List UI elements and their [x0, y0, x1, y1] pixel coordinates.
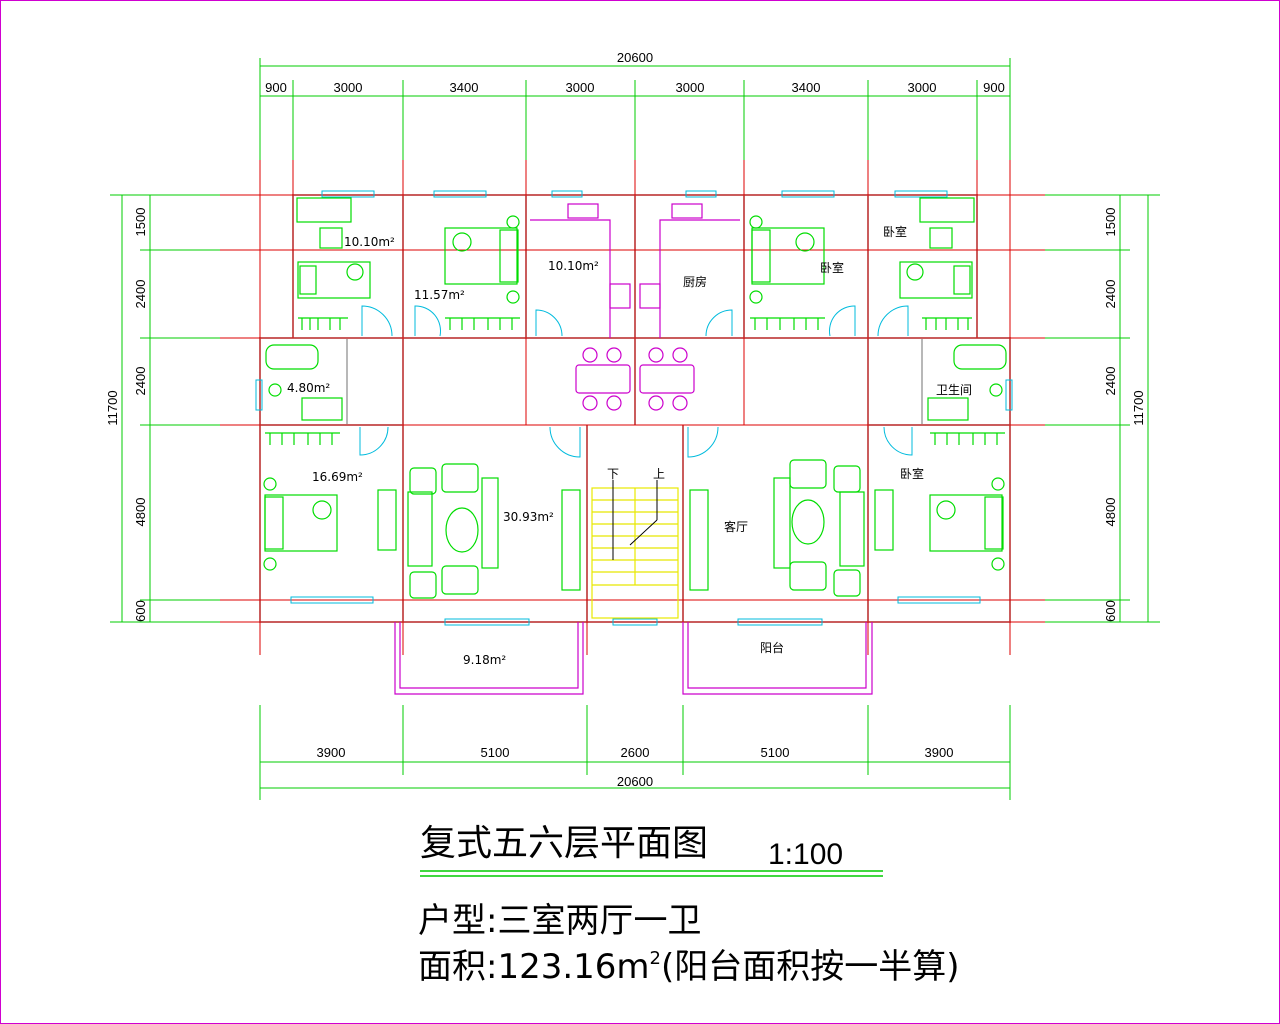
drawing-title: 复式五六层平面图 — [420, 823, 708, 864]
stair-up: 上 — [653, 467, 665, 481]
dim-left-3: 2400 — [133, 367, 148, 396]
dim-top-7: 3000 — [908, 80, 937, 95]
kitchen-fixtures — [530, 203, 740, 411]
dim-bottom-4: 5100 — [761, 745, 790, 760]
room-label-bedroom-r1: 卧室 — [820, 260, 844, 275]
dim-left-5: 600 — [133, 600, 148, 622]
windows — [255, 190, 1013, 626]
dim-bottom-3: 2600 — [621, 745, 650, 760]
room-label-living-r: 客厅 — [724, 519, 748, 534]
room-label-kitchen: 厨房 — [683, 274, 707, 289]
room-area-1: 10.10m² — [344, 235, 395, 249]
dim-bottom-1: 3900 — [317, 745, 346, 760]
room-area-3: 10.10m² — [548, 259, 599, 273]
dim-top-2: 3000 — [334, 80, 363, 95]
unit-area: 面积:123.16m2(阳台面积按一半算) — [418, 947, 960, 987]
dim-right-4: 4800 — [1103, 498, 1118, 527]
room-area-balcony-l: 9.18m² — [463, 653, 506, 667]
dim-right-total: 11700 — [1131, 390, 1146, 425]
dim-left-4: 4800 — [133, 498, 148, 527]
balconies — [394, 622, 873, 695]
room-area-bedroom-l: 16.69m² — [312, 470, 363, 484]
dim-right-3: 2400 — [1103, 367, 1118, 396]
axis-grid — [220, 160, 1045, 655]
dim-top-5: 3000 — [676, 80, 705, 95]
stair-down: 下 — [607, 467, 619, 481]
dim-left-2: 2400 — [133, 280, 148, 309]
dim-top-1: 900 — [265, 80, 287, 95]
unit-area-prefix: 面积:123.16m — [418, 947, 650, 987]
room-area-2: 11.57m² — [414, 288, 465, 302]
dimension-lines — [110, 58, 1160, 800]
room-label-wc: 卫生间 — [936, 383, 972, 397]
dim-top-8: 900 — [983, 80, 1005, 95]
drawing-scale: 1:100 — [768, 838, 843, 871]
dim-top-6: 3400 — [792, 80, 821, 95]
dim-bottom-total: 20600 — [617, 774, 653, 789]
dim-right-2: 2400 — [1103, 280, 1118, 309]
furniture — [263, 197, 1007, 599]
title-block: 复式五六层平面图 1:100 户型:三室两厅一卫 面积:123.16m2(阳台面… — [418, 823, 960, 987]
stair-arrows — [612, 480, 658, 560]
dim-top-total: 20600 — [617, 50, 653, 65]
doors — [359, 305, 913, 458]
room-area-living: 30.93m² — [503, 510, 554, 524]
dim-bottom-2: 5100 — [481, 745, 510, 760]
dim-right-1: 1500 — [1103, 208, 1118, 237]
unit-area-suffix: (阳台面积按一半算) — [661, 947, 960, 987]
dim-top-4: 3000 — [566, 80, 595, 95]
dim-bottom-5: 3900 — [925, 745, 954, 760]
unit-area-sup: 2 — [650, 948, 661, 969]
dim-right-5: 600 — [1103, 600, 1118, 622]
room-area-bath: 4.80m² — [287, 381, 330, 395]
dim-left-1: 1500 — [133, 208, 148, 237]
stair — [591, 487, 679, 619]
room-labels: 10.10m² 11.57m² 10.10m² 厨房 卧室 卧室 4.80m² … — [287, 224, 972, 667]
dimension-labels: 20600 900 3000 3400 3000 3000 3400 3000 … — [105, 50, 1146, 789]
dim-top-3: 3400 — [450, 80, 479, 95]
room-label-bedroom-r2: 卧室 — [883, 224, 907, 239]
unit-type: 户型:三室两厅一卫 — [418, 901, 701, 941]
room-label-bedroom-r3: 卧室 — [900, 466, 924, 481]
room-label-balcony-r: 阳台 — [760, 640, 784, 655]
dim-left-total: 11700 — [105, 390, 120, 425]
